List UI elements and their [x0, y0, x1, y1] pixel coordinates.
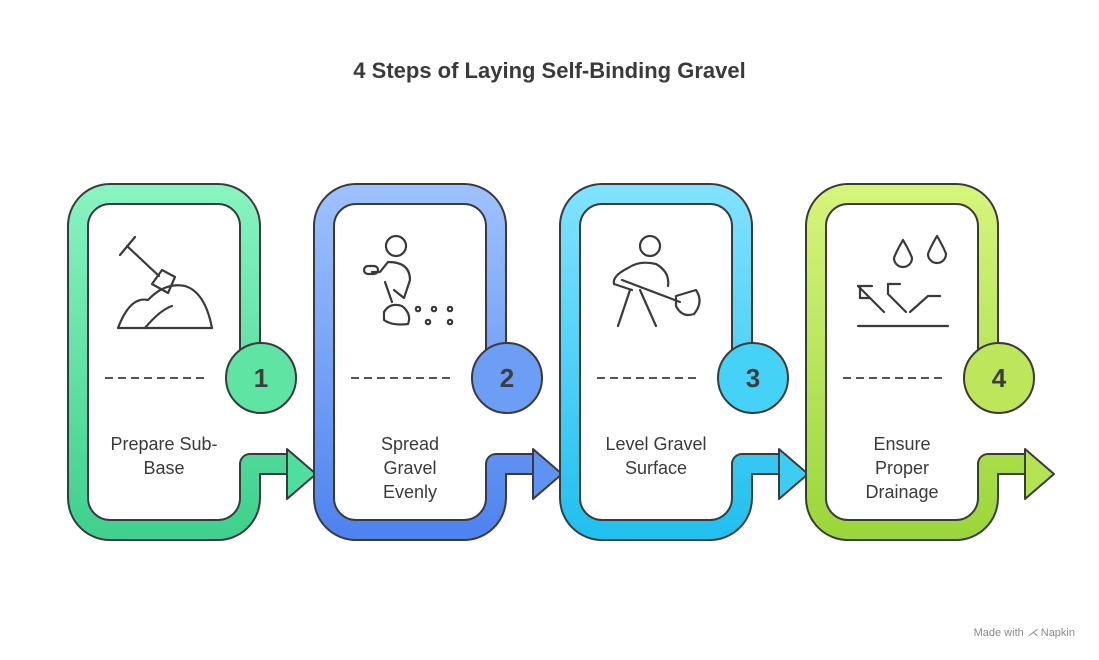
- worker-leveling-shovel-icon: [612, 234, 701, 328]
- step-2-arrowhead: [532, 448, 563, 500]
- step-card-2: [313, 183, 563, 541]
- step-4-number: 4: [991, 363, 1007, 393]
- step-1-label: Prepare Sub- Base: [110, 434, 218, 478]
- shovel-dirt-pile-icon: [116, 235, 214, 330]
- step-2-label: Spread Gravel Evenly: [380, 434, 440, 502]
- step-2-badge: [471, 342, 543, 414]
- step-3-badge: [717, 342, 789, 414]
- step-1-number: 1: [253, 363, 269, 393]
- step-2-number: 2: [499, 363, 515, 393]
- brand-name: Napkin: [1040, 627, 1075, 639]
- made-with-text: Made with: [973, 627, 1024, 639]
- step-3-label: Level Gravel Surface: [605, 434, 707, 478]
- step-4-label: Ensure Proper Drainage: [865, 434, 939, 502]
- step-4-arrowhead: [1024, 448, 1055, 500]
- footer-credit[interactable]: Made with⋌Napkin: [974, 626, 1075, 639]
- step-card-3: [559, 183, 809, 541]
- step-card-1: [67, 183, 317, 541]
- step-card-4: [805, 183, 1055, 541]
- step-1-badge: [225, 342, 297, 414]
- diagram-title: 4 Steps of Laying Self-Binding Gravel: [353, 58, 746, 83]
- step-1-arrowhead: [286, 448, 317, 500]
- worker-spreading-gravel-icon: [362, 234, 454, 326]
- napkin-logo-icon: ⋌: [1027, 627, 1039, 639]
- step-3-arrowhead: [778, 448, 809, 500]
- step-3-number: 3: [745, 363, 761, 393]
- water-drainage-icon: [856, 234, 950, 328]
- step-4-badge: [963, 342, 1035, 414]
